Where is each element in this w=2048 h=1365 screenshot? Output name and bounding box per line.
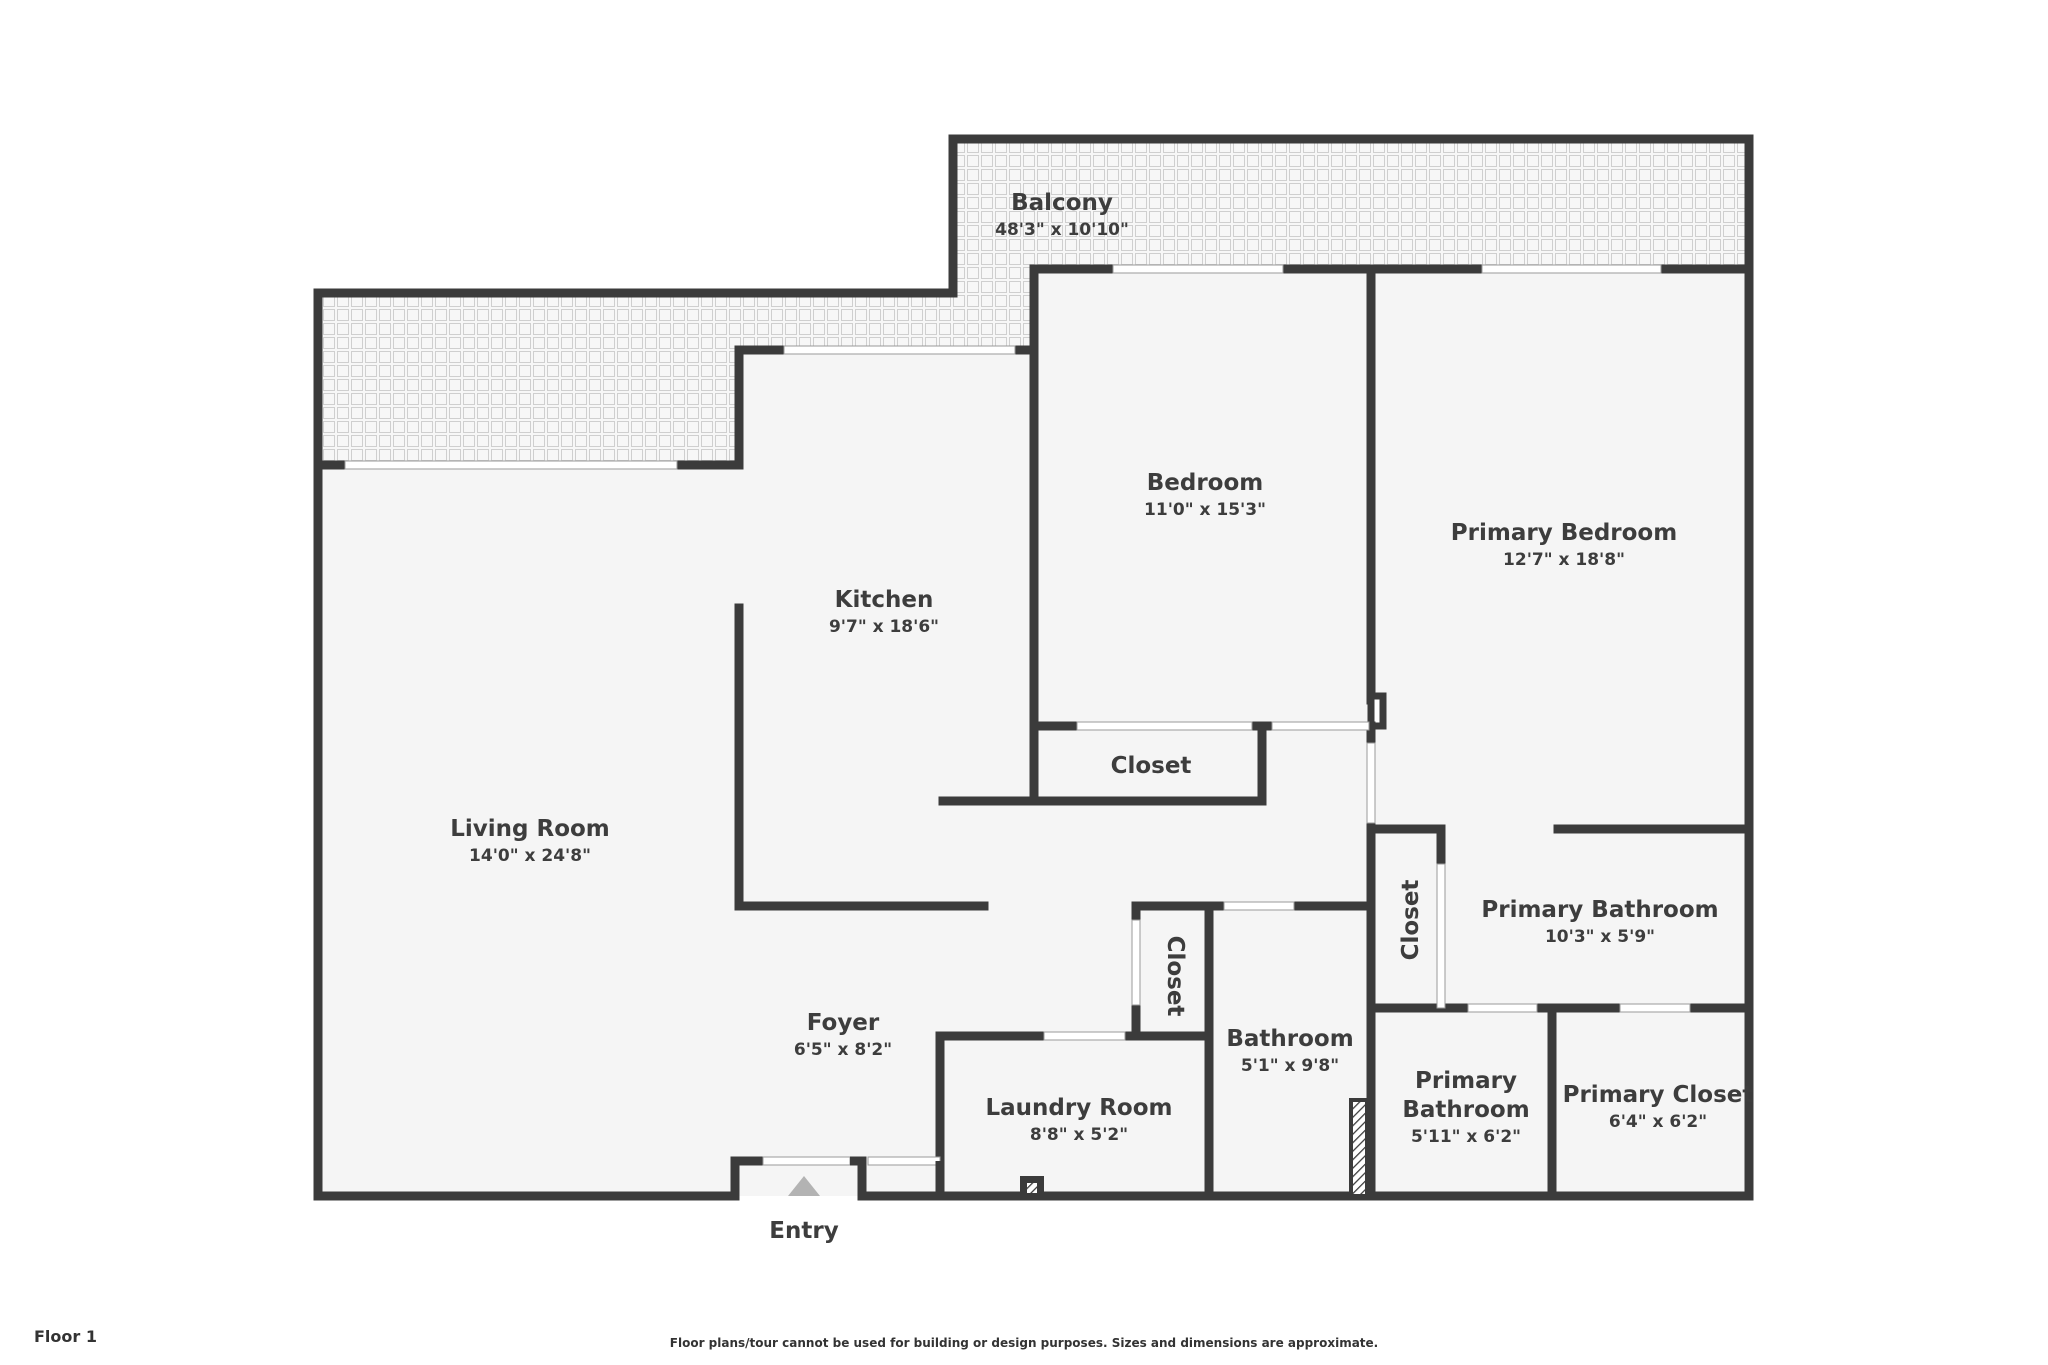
balcony-dims: 48'3" x 10'10" <box>995 220 1129 240</box>
kitchen-dims: 9'7" x 18'6" <box>829 617 939 637</box>
windows <box>344 264 1691 1166</box>
primary-bathroom-small-label-line2: Bathroom <box>1402 1097 1529 1123</box>
floor-label: Floor 1 <box>34 1327 97 1346</box>
foyer-label: Foyer <box>807 1010 880 1036</box>
entry-arrow-icon <box>788 1176 820 1196</box>
disclaimer: Floor plans/tour cannot be used for buil… <box>669 1336 1379 1350</box>
walls-extra <box>850 1156 945 1196</box>
primary-closet-dims: 6'4" x 6'2" <box>1609 1112 1707 1132</box>
primary-bedroom-dims: 12'7" x 18'8" <box>1503 550 1625 570</box>
primary-bathroom-small-label-line1: Primary <box>1415 1068 1517 1094</box>
balcony-label: Balcony <box>1011 190 1113 216</box>
primary-bathroom-dims: 10'3" x 5'9" <box>1545 927 1655 947</box>
primary-closet-vertical-label: Closet <box>1398 880 1424 961</box>
bathroom-label: Bathroom <box>1226 1026 1353 1052</box>
living-room-label: Living Room <box>450 816 610 842</box>
living-room-dims: 14'0" x 24'8" <box>469 846 591 866</box>
bedroom-dims: 11'0" x 15'3" <box>1144 500 1266 520</box>
laundry-room-label: Laundry Room <box>985 1095 1172 1121</box>
room-labels: Balcony 48'3" x 10'10" Bedroom 11'0" x 1… <box>450 190 1753 1244</box>
shaft-hatch <box>1349 1098 1369 1198</box>
balcony-area <box>322 139 1749 463</box>
bathroom-dims: 5'1" x 9'8" <box>1241 1056 1339 1076</box>
primary-bedroom-label: Primary Bedroom <box>1451 520 1677 546</box>
primary-bathroom-small-dims: 5'11" x 6'2" <box>1411 1127 1521 1147</box>
bedroom-closet-label: Closet <box>1111 753 1192 779</box>
bedroom-label: Bedroom <box>1147 470 1264 496</box>
foyer-closet-label: Closet <box>1162 936 1188 1017</box>
entry-label: Entry <box>769 1218 838 1244</box>
utility-marker-hatch <box>1027 1183 1037 1193</box>
primary-closet-label: Primary Closet <box>1563 1082 1754 1108</box>
kitchen-label: Kitchen <box>835 587 934 613</box>
foyer-dims: 6'5" x 8'2" <box>794 1040 892 1060</box>
primary-bathroom-label: Primary Bathroom <box>1481 897 1718 923</box>
laundry-room-dims: 8'8" x 5'2" <box>1030 1125 1128 1145</box>
